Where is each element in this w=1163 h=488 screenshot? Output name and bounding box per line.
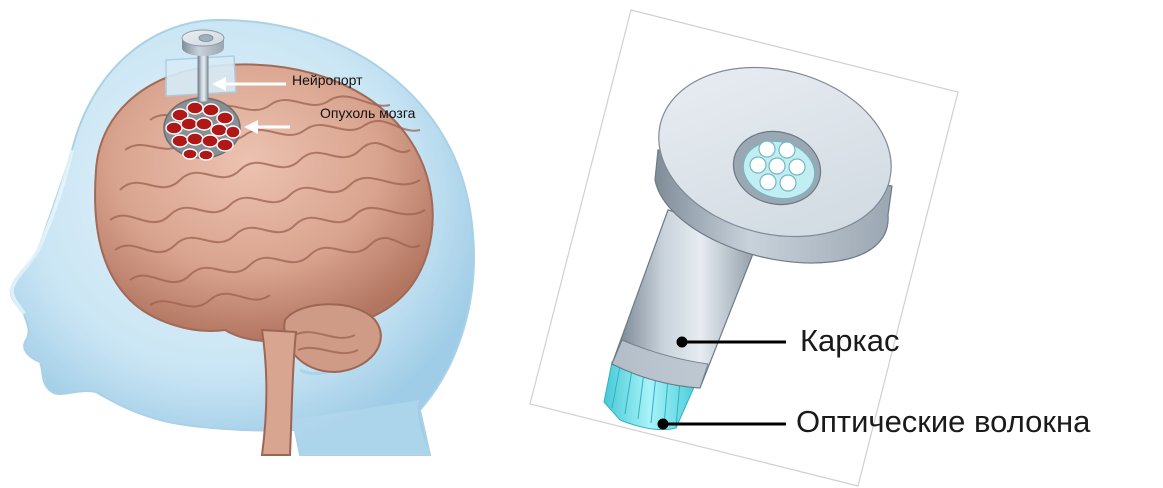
neuroport-shaft xyxy=(198,50,208,102)
frame-label: Каркас xyxy=(800,323,900,359)
fibers-label: Оптические волокна xyxy=(796,404,1090,440)
neuroport-label: Нейропорт xyxy=(292,72,363,88)
brain-stem xyxy=(262,330,296,455)
fibers-callout-dot xyxy=(658,419,668,429)
neuroport-cap-hole xyxy=(199,35,213,42)
frame-callout-dot xyxy=(677,337,687,347)
tumor-label: Опухоль мозга xyxy=(320,105,415,121)
